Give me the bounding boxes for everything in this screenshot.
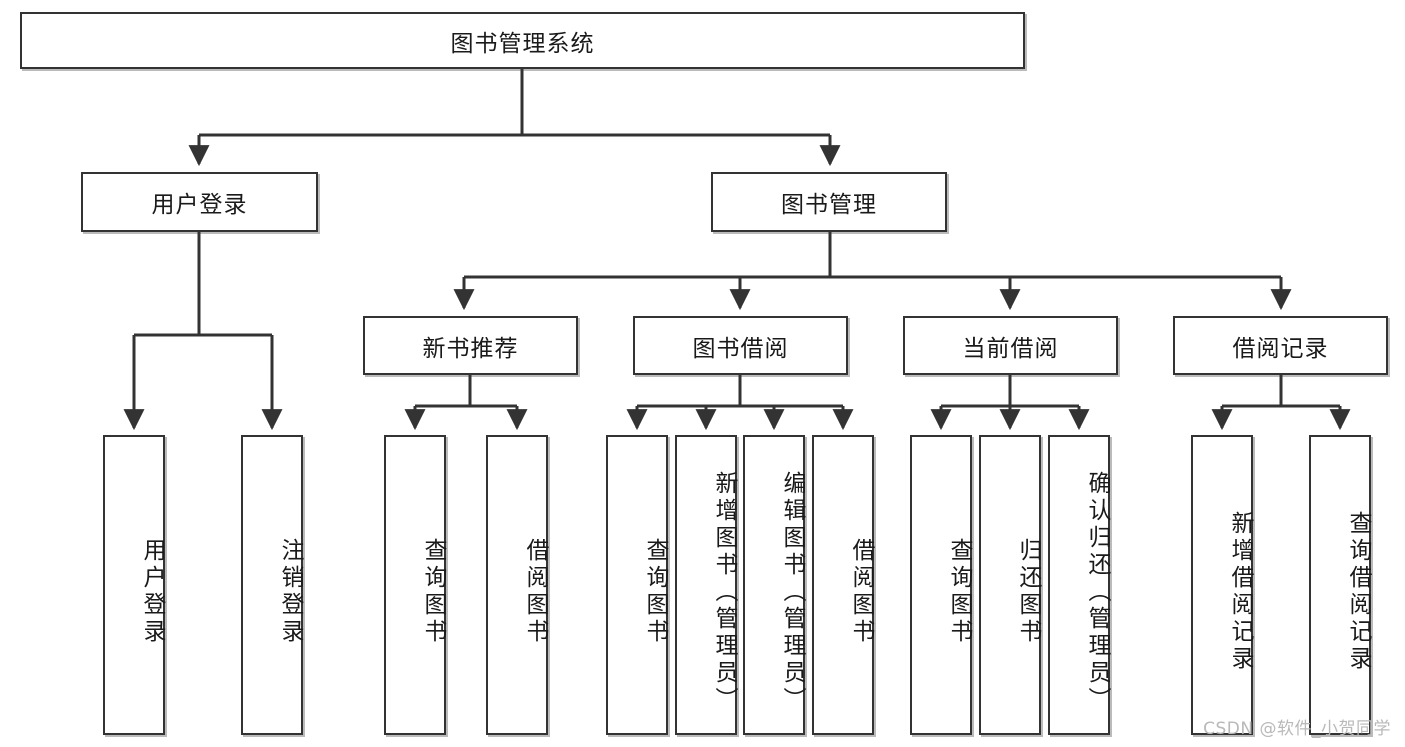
node-label: 新增借阅记录 [1227,511,1253,673]
node-label: 当前借阅 [962,335,1059,362]
leaf-user-login-login[interactable]: 用户登录 [103,435,165,735]
node-label: 用户登录 [139,538,165,646]
node-label: 用户登录 [151,192,248,218]
node-current-borrow[interactable]: 当前借阅 [903,316,1118,375]
node-label: 归还图书 [1015,538,1041,646]
node-label: 借阅图书 [848,538,874,646]
node-label: 查询借阅记录 [1345,511,1371,673]
leaf-book-borrow-add-book-admin[interactable]: 新增图书（管理员） [675,435,737,735]
node-label: 新增图书（管理员） [711,470,737,714]
node-book-management[interactable]: 图书管理 [711,172,947,232]
node-label: 新书推荐 [422,335,519,362]
node-label: 查询图书 [946,538,972,646]
leaf-new-book-borrow-book[interactable]: 借阅图书 [486,435,548,735]
leaf-current-borrow-return-book[interactable]: 归还图书 [979,435,1041,735]
leaf-new-book-query-book[interactable]: 查询图书 [384,435,446,735]
leaf-book-borrow-borrow-book[interactable]: 借阅图书 [812,435,874,735]
node-label: 编辑图书（管理员） [779,470,805,714]
leaf-current-borrow-query-book[interactable]: 查询图书 [910,435,972,735]
leaf-current-borrow-confirm-return-admin[interactable]: 确认归还（管理员） [1048,435,1110,735]
node-label: 查询图书 [420,538,446,646]
node-label: 注销登录 [277,538,303,646]
leaf-book-borrow-query-book[interactable]: 查询图书 [606,435,668,735]
node-user-login[interactable]: 用户登录 [81,172,318,232]
node-label: 确认归还（管理员） [1084,470,1110,714]
node-label: 借阅图书 [522,538,548,646]
leaf-user-login-logout[interactable]: 注销登录 [241,435,303,735]
node-label: 借阅记录 [1232,335,1329,362]
leaf-borrow-record-query-record[interactable]: 查询借阅记录 [1309,435,1371,735]
node-label: 图书借阅 [692,335,789,362]
leaf-book-borrow-edit-book-admin[interactable]: 编辑图书（管理员） [743,435,805,735]
node-borrow-record[interactable]: 借阅记录 [1173,316,1388,375]
leaf-borrow-record-add-record[interactable]: 新增借阅记录 [1191,435,1253,735]
node-new-book-recommend[interactable]: 新书推荐 [363,316,578,375]
node-book-borrow[interactable]: 图书借阅 [633,316,848,375]
node-label: 图书管理 [781,192,877,218]
node-label: 查询图书 [642,538,668,646]
node-label: 图书管理系统 [450,30,595,57]
node-root-book-management-system[interactable]: 图书管理系统 [20,12,1025,69]
watermark: CSDN @软件_小贺同学 [1203,719,1391,739]
